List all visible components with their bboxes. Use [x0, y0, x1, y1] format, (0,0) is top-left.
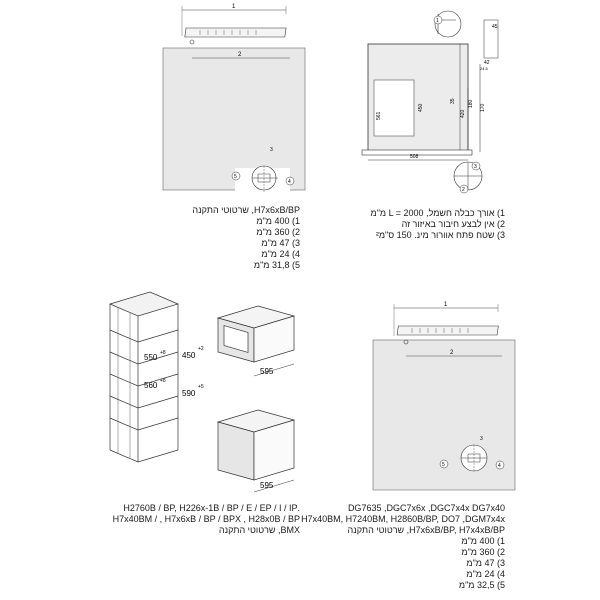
- bottom-left-diagram: 550 +8 560 +8 450 +2 590 +5 595 595: [108, 291, 296, 493]
- svg-text:5: 5: [442, 462, 445, 468]
- dim-170: 170: [480, 103, 486, 112]
- caption-item: 2) אין לבצע חיבור באיזור זה: [401, 219, 505, 229]
- caption-item: 5) 31,8 מ"מ: [253, 260, 300, 270]
- svg-text:24.5: 24.5: [480, 66, 489, 71]
- caption-line: H7x6xB/BP, H7x4xB/BP, שרטוטי התקנה: [347, 525, 505, 535]
- caption-item: 3) שטח פתח אוורור מינ. 150 ס"מ²: [375, 230, 505, 240]
- dim-35: 35: [450, 98, 456, 104]
- svg-text:42: 42: [484, 60, 490, 66]
- oven-appliance: [216, 409, 296, 481]
- mounting-rail: [396, 325, 499, 336]
- caption-line: .H2760B / BP, H226x-1B / BP / E / EP / I…: [123, 503, 300, 513]
- dim-label-2: 2: [238, 52, 242, 58]
- corner-detail: 1 42 24.5 45: [433, 10, 499, 71]
- dim-560-tol: +8: [160, 378, 166, 384]
- svg-text:3: 3: [480, 436, 483, 442]
- dim-590-tol: +5: [198, 384, 204, 390]
- oven-front-panel: [162, 47, 306, 191]
- dim-label-2: 2: [450, 350, 454, 356]
- top-left-diagram: 1 2 5 4 3: [162, 4, 306, 196]
- caption-item: 5) 32,5 מ"מ: [458, 580, 505, 590]
- svg-text:1: 1: [436, 18, 439, 24]
- tall-cabinet: [108, 291, 180, 463]
- dim-595-bottom: 595: [260, 481, 274, 490]
- caption-item: 1) 400 מ"מ: [256, 216, 300, 226]
- detail-view: 5 4 3: [231, 147, 295, 196]
- caption-item: 3) 47 מ"מ: [261, 238, 300, 248]
- caption-line: DG7635 ,DGC7x6x ,DGC7x4x DG7x40: [347, 503, 505, 513]
- top-right-caption: 1) אורך כבלה חשמל, L = 2000 מ"מ 2) אין ל…: [371, 208, 505, 241]
- caption-item: 2) 360 מ"מ: [256, 227, 300, 237]
- svg-text:3: 3: [270, 147, 273, 153]
- detail-view: 5 4 3: [439, 436, 505, 472]
- dim-420: 420: [460, 109, 466, 118]
- bottom-detail: 2 3: [453, 161, 483, 194]
- caption-line: BMX, שרטוטי התקנה: [218, 525, 300, 535]
- svg-text:4: 4: [288, 179, 291, 185]
- bottom-right-caption: DG7635 ,DGC7x6x ,DGC7x4x DG7x40 H7x40BM,…: [301, 503, 505, 591]
- dim-550-tol: +8: [160, 350, 166, 356]
- dim-550: 550: [144, 353, 158, 362]
- svg-text:4: 4: [498, 463, 501, 469]
- dim-450-tol: +2: [198, 346, 204, 352]
- caption-title: H7x6xB/BP, שרטוטי התקנה: [192, 205, 300, 215]
- dim-560: 560: [144, 381, 158, 390]
- dim-450: 450: [182, 351, 196, 360]
- caption-item: 1) אורך כבלה חשמל, L = 2000 מ"מ: [370, 208, 505, 218]
- mounting-rail: [184, 27, 287, 38]
- dim-595-top: 595: [260, 367, 274, 376]
- compact-appliance: [216, 305, 296, 363]
- dim-450: 450: [418, 103, 424, 112]
- caption-item: 1) 400 מ"מ: [461, 536, 505, 546]
- top-left-caption: H7x6xB/BP, שרטוטי התקנה 1) 400 מ"מ 2) 36…: [192, 205, 300, 271]
- svg-text:3: 3: [474, 164, 477, 170]
- svg-text:2: 2: [462, 187, 465, 193]
- bottom-right-diagram: 1 2 5 4 3: [372, 302, 516, 491]
- caption-item: 3) 47 מ"מ: [466, 558, 505, 568]
- caption-item: 4) 24 מ"מ: [466, 569, 505, 579]
- dim-180: 180: [468, 99, 474, 108]
- caption-item: 4) 24 מ"מ: [261, 249, 300, 259]
- dim-label-1: 1: [444, 302, 448, 308]
- caption-line: H7x40BM, H7240BM, H2860B/BP, DO7 ,DGM7x4…: [301, 514, 505, 524]
- dim-label-1: 1: [232, 4, 236, 10]
- caption-item: 2) 360 מ"מ: [461, 547, 505, 557]
- caption-line: H7x40BM / , H7x6xB / BP / BPX , H28x0B /…: [112, 514, 300, 524]
- dim-508: 508: [410, 154, 419, 160]
- bottom-left-caption: .H2760B / BP, H226x-1B / BP / E / EP / I…: [113, 503, 300, 536]
- dim-561: 561: [376, 111, 382, 120]
- top-right-diagram: 561 450 420 35 180 170 508 1 42 24.5 45 …: [361, 10, 499, 194]
- dim-590: 590: [182, 389, 196, 398]
- svg-text:45: 45: [492, 24, 498, 30]
- svg-text:5: 5: [234, 174, 237, 180]
